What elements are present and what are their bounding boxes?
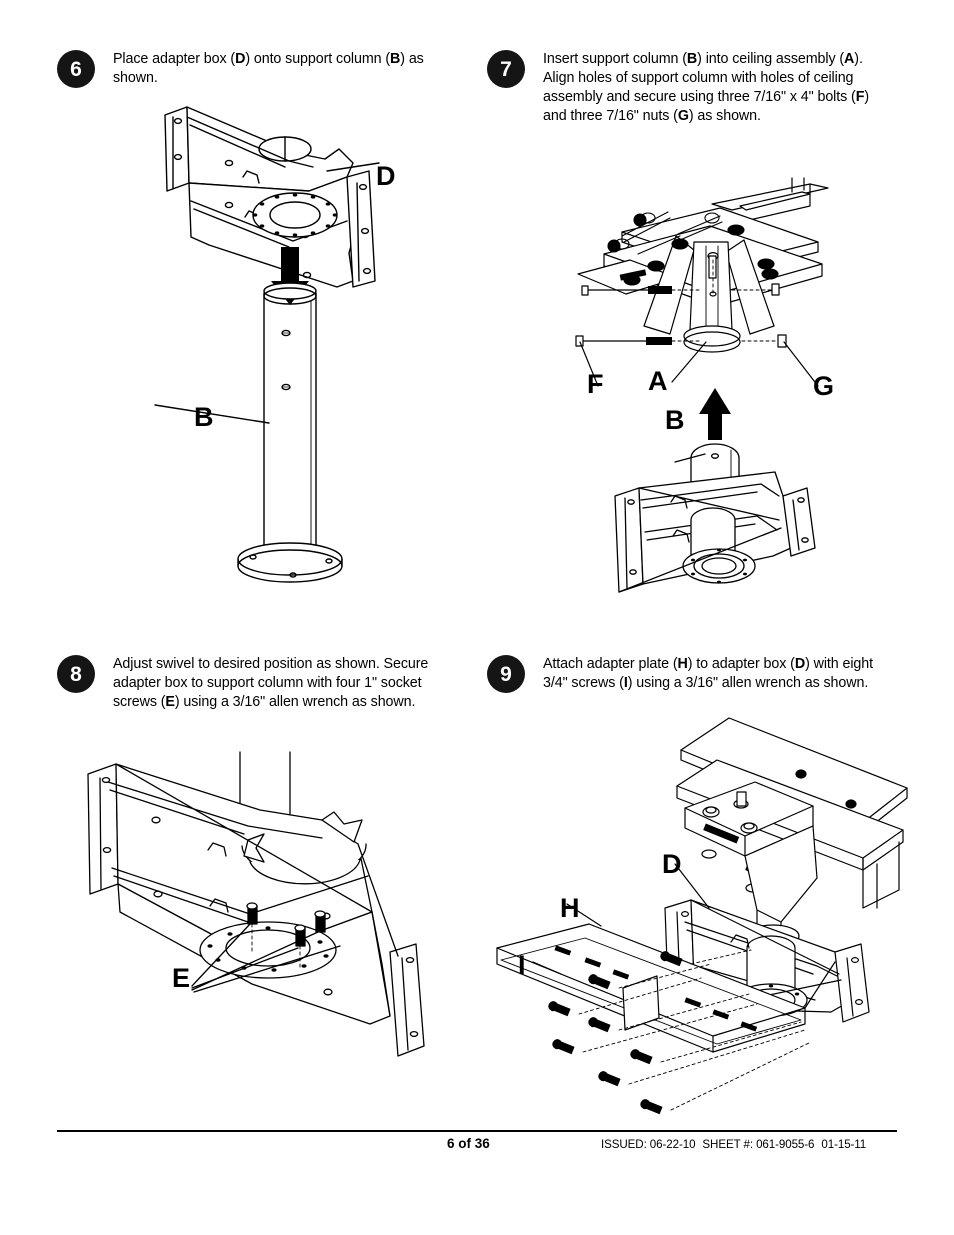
figure-column-and-adapter-box-step7 — [595, 388, 915, 630]
footer-sheet-number: SHEET #: 061-9055-6 — [702, 1138, 815, 1151]
footer-revision-date: 01-15-11 — [821, 1138, 867, 1151]
callout-step8-E: E — [172, 963, 191, 993]
step-9-number-badge: 9 — [487, 655, 525, 693]
step-9-header: 9 Attach adapter plate (H) to adapter bo… — [487, 655, 895, 693]
callout-step9-D: D — [662, 849, 682, 879]
step-6-number-badge: 6 — [57, 50, 95, 88]
step-8-header: 8 Adjust swivel to desired position as s… — [57, 655, 465, 712]
figure-attach-adapter-plate — [496, 712, 925, 1115]
figure-adapter-box-onto-support-column — [57, 105, 457, 605]
step-9-instruction-text: Attach adapter plate (H) to adapter box … — [543, 656, 873, 691]
step-6-header: 6 Place adapter box (D) onto support col… — [57, 50, 465, 88]
footer-meta: ISSUED: 06-22-10 SHEET #: 061-9055-6 01-15… — [601, 1138, 866, 1151]
step-8-number-badge: 8 — [57, 655, 95, 693]
callout-step7-B: B — [665, 405, 685, 435]
callout-step7-A: A — [648, 366, 668, 396]
step-8-instruction-text: Adjust swivel to desired position as sho… — [113, 656, 429, 710]
figure-ceiling-assembly-bolts — [560, 177, 920, 387]
step-7-number-badge: 7 — [487, 50, 525, 88]
callout-step9-H: H — [560, 893, 580, 923]
step-7-instruction-text: Insert support column (B) into ceiling a… — [543, 51, 870, 124]
callout-step9-I: I — [518, 950, 526, 980]
figure-adjust-swivel-socket-screws — [72, 716, 444, 1072]
callout-step6-B: B — [194, 402, 214, 432]
callout-step6-D: D — [376, 161, 396, 191]
footer-page-number: 6 of 36 — [447, 1136, 490, 1151]
footer-issued-date: ISSUED: 06-22-10 — [601, 1138, 696, 1151]
footer-divider — [57, 1130, 897, 1132]
step-6-instruction-text: Place adapter box (D) onto support colum… — [113, 51, 424, 86]
step-7-header: 7 Insert support column (B) into ceiling… — [487, 50, 895, 126]
callout-step7-F: F — [587, 369, 604, 399]
callout-step7-G: G — [813, 371, 835, 401]
